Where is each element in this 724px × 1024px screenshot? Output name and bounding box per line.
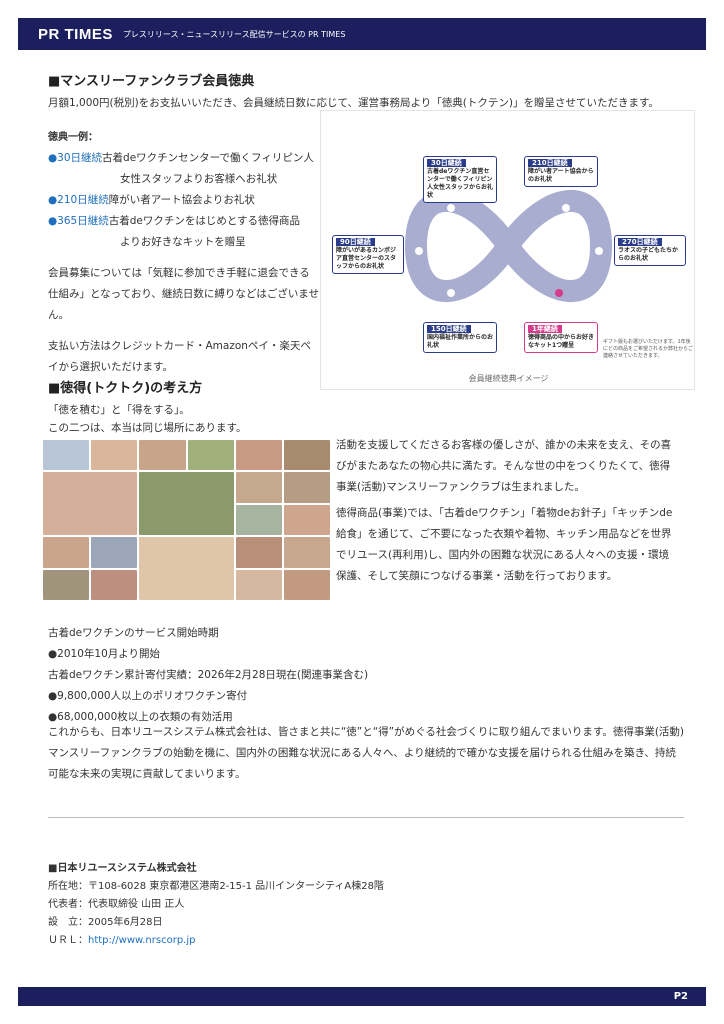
intro-text: 月額1,000円(税別)をお支払いいただき、会員継続日数に応じて、運営事務局より…	[48, 97, 659, 109]
membership-diagram: 30日継続古着deワクチン直営センターで働くフィリピン人女性スタッフからお礼状 …	[320, 110, 695, 390]
prtimes-logo[interactable]: PR TIMES	[38, 25, 113, 43]
lead-line-2: この二つは、本当は同じ場所にあります。	[48, 422, 247, 434]
footer-bar: P2	[18, 987, 706, 1006]
closing-text: これからも、日本リユースシステム株式会社は、皆さまと共に“徳”と“得”がめぐる社…	[48, 726, 685, 780]
lead-line-1: 「徳を積む」と「得をする」。	[48, 404, 190, 416]
example-days: ●210日継続	[48, 194, 109, 206]
membership-text: 会員募集については「気軽に参加でき手軽に退会できる仕組み」となっており、継続日数…	[48, 267, 320, 321]
benefit-box-1year: 1年継続徳得商品の中からお好きなキット1つ贈呈	[524, 322, 598, 353]
tokutoku-paragraph-2: 徳得商品(事業)では、「古着deワクチン」「着物deお針子」「キッチンde給食」…	[336, 507, 673, 582]
benefit-box-150: 150日継続国内福祉作業所からのお礼状	[423, 322, 497, 353]
photo-collage	[43, 440, 330, 600]
section-title-tokutoku: ■徳得(トクトク)の考え方	[48, 381, 203, 396]
benefit-box-270: 270日継続ラオスの子どもたちからのお礼状	[614, 235, 686, 266]
company-founded: 設 立：2005年6月28日	[48, 917, 163, 928]
infinity-loop-graphic	[404, 190, 613, 302]
page-number: P2	[673, 991, 688, 1002]
example-text: 女性スタッフよりお客様へお礼状	[120, 173, 278, 185]
example-label: 徳典一例：	[48, 132, 98, 143]
header-tagline: プレスリリース・ニュースリリース配信サービスの PR TIMES	[122, 29, 346, 39]
example-text: よりお好きなキットを贈呈	[120, 236, 246, 248]
stats-item: 古着deワクチンのサービス開始時期	[48, 627, 219, 639]
stats-item: 古着deワクチン累計寄付実績：2026年2月28日現在(関連事業含む)	[48, 669, 369, 681]
company-info: ■日本リユースシステム株式会社 所在地：〒108-6028 東京都港区港南2-1…	[48, 860, 384, 950]
divider	[48, 817, 684, 818]
diagram-caption: 会員継続徳典イメージ	[468, 374, 549, 383]
company-representative: 代表者：代表取締役 山田 正人	[48, 899, 185, 910]
company-url-link[interactable]: http://www.nrscorp.jp	[88, 935, 196, 946]
benefit-examples: 徳典一例： ●30日継続古着deワクチンセンターで働くフィリピン人 女性スタッフ…	[48, 127, 320, 378]
example-days: ●365日継続	[48, 215, 109, 227]
header-bar: PR TIMES プレスリリース・ニュースリリース配信サービスの PR TIME…	[18, 18, 706, 50]
example-days: ●30日継続	[48, 152, 103, 164]
stats-item: ●9,800,000人以上のポリオワクチン寄付	[48, 690, 248, 702]
benefit-box-90: 90日継続障がいがあるカンボジア直営センターのスタッフからのお礼状	[332, 235, 404, 274]
company-name: ■日本リユースシステム株式会社	[48, 863, 197, 874]
example-text: 古着deワクチンをはじめとする徳得商品	[108, 215, 301, 227]
example-text: 障がい者アート協会よりお礼状	[108, 194, 255, 206]
url-label: ＵＲＬ：	[48, 935, 88, 946]
tokutoku-paragraph-1: 活動を支援してくださるお客様の優しさが、誰かの未来を支え、その喜びがまたあなたの…	[336, 439, 672, 493]
gift-note: ギフト版もお選びいただけます。1年後にどの商品をご希望されるか弊社からご連絡させ…	[603, 339, 694, 359]
example-text: 古着deワクチンセンターで働くフィリピン人	[102, 152, 314, 164]
benefit-box-210: 210日継続障がい者アート協会からのお礼状	[524, 156, 598, 187]
payment-text: 支払い方法はクレジットカード・Amazonペイ・楽天ペイから選択いただけます。	[48, 340, 311, 373]
benefit-box-30: 30日継続古着deワクチン直営センターで働くフィリピン人女性スタッフからお礼状	[423, 156, 497, 203]
company-address: 所在地：〒108-6028 東京都港区港南2-15-1 品川インターシティA棟2…	[48, 881, 384, 892]
stats-list: 古着deワクチンのサービス開始時期 ●2010年10月より開始 古着deワクチン…	[48, 623, 368, 728]
stats-item: ●2010年10月より開始	[48, 648, 161, 660]
stats-item: ●68,000,000枚以上の衣類の有効活用	[48, 711, 233, 723]
section-title-benefits: ■マンスリーファンクラブ会員徳典	[48, 74, 255, 89]
